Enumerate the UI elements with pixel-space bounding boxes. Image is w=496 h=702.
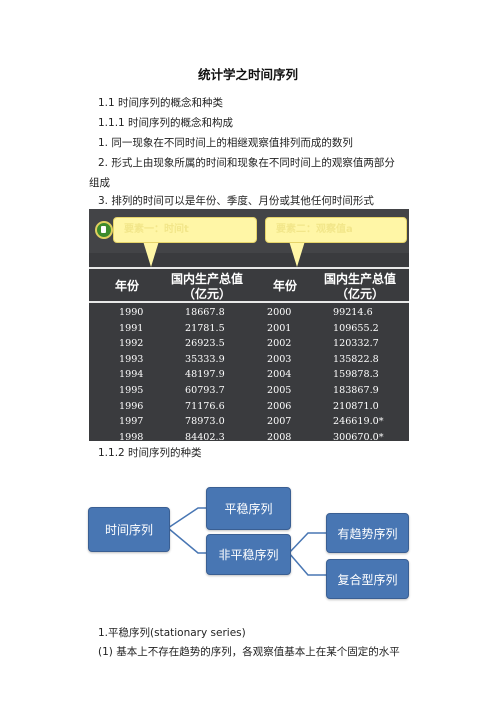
year-cell: 1998 — [119, 431, 144, 441]
year-cell: 1994 — [119, 369, 144, 381]
table-header-rule — [89, 301, 409, 303]
year-cell: 2007 — [267, 416, 292, 428]
gdp-cell: 78973.0 — [185, 416, 225, 428]
diagram-node-composite-series: 复合型序列 — [326, 559, 409, 599]
year-cell: 2006 — [267, 400, 292, 412]
section-heading-1-1-2: 1.1.2 时间序列的种类 — [98, 447, 202, 459]
year-cell: 2001 — [267, 322, 292, 334]
diagram-node-trend-series: 有趋势序列 — [326, 513, 409, 553]
gdp-cell: 35333.9 — [185, 353, 225, 365]
header-gdp-right-line1: 国内生产总值 — [323, 272, 396, 286]
gdp-cell: 135822.8 — [333, 353, 379, 365]
diagram-node-stationary: 平稳序列 — [206, 487, 291, 530]
callout-value: 要素二：观察值a — [265, 217, 407, 243]
header-year-left: 年份 — [114, 279, 139, 293]
gdp-cell: 210871.0 — [333, 400, 379, 412]
year-cell: 2004 — [267, 369, 292, 381]
gdp-table-slide: 要素一：时间t 要素二：观察值a 年份 国内生产总值 （亿元） 年份 国内生产总… — [89, 209, 409, 441]
years-right-column: 2000 2001 2002 2003 2004 2005 2006 2007 … — [267, 305, 291, 441]
year-cell: 1995 — [119, 384, 144, 396]
stationary-series-heading: 1.平稳序列(stationary series) — [98, 627, 246, 639]
connector-root-stationary — [167, 507, 206, 529]
gdp-cell: 48197.9 — [185, 369, 225, 381]
gdp-cell: 120332.7 — [333, 338, 379, 350]
point-2-continued: 组成 — [89, 177, 110, 189]
page-title: 统计学之时间序列 — [197, 67, 298, 82]
year-cell: 1991 — [119, 322, 144, 334]
gdp-cell: 246619.0* — [333, 416, 384, 428]
header-gdp-right-line2: （亿元） — [335, 287, 384, 301]
gdp-left-column: 18667.8 21781.5 26923.5 35333.9 48197.9 … — [185, 305, 225, 441]
point-2: 2. 形式上由现象所属的时间和现象在不同时间上的观察值两部分 — [98, 157, 395, 169]
header-year-right: 年份 — [272, 279, 297, 293]
connector-nonstationary-trend — [288, 532, 326, 554]
year-cell: 2005 — [267, 384, 292, 396]
gdp-cell: 183867.9 — [333, 384, 379, 396]
years-left-column: 1990 1991 1992 1993 1994 1995 1996 1997 … — [119, 305, 143, 441]
gdp-cell: 26923.5 — [185, 338, 225, 350]
gdp-cell: 60793.7 — [185, 384, 225, 396]
gdp-cell: 18667.8 — [185, 307, 225, 318]
diagram-node-nonstationary: 非平稳序列 — [206, 534, 291, 575]
gdp-cell: 21781.5 — [185, 322, 225, 334]
gdp-right-column: 99214.6 109655.2 120332.7 135822.8 15987… — [333, 305, 384, 441]
point-1: 1. 同一现象在不同时间上的相继观察值排列而成的数列 — [98, 137, 353, 149]
year-cell: 2008 — [267, 431, 292, 441]
year-cell: 2003 — [267, 353, 292, 365]
year-cell: 1992 — [119, 338, 144, 350]
stationary-series-definition: (1) 基本上不存在趋势的序列，各观察值基本上在某个固定的水平 — [98, 646, 400, 658]
year-cell: 1996 — [119, 400, 144, 412]
header-gdp-left: 国内生产总值 （亿元） — [159, 272, 255, 302]
year-cell: 2000 — [267, 307, 292, 318]
table-top-rule — [89, 267, 409, 269]
year-cell: 1993 — [119, 353, 144, 365]
gdp-cell: 71176.6 — [185, 400, 225, 412]
gdp-cell: 159878.3 — [333, 369, 379, 381]
diagram-node-time-series: 时间序列 — [88, 507, 170, 552]
connector-nonstationary-composite — [288, 552, 326, 576]
gdp-cell: 84402.3 — [185, 431, 225, 441]
connector-root-nonstationary — [167, 527, 206, 554]
point-3: 3. 排列的时间可以是年份、季度、月份或其他任何时间形式 — [98, 195, 374, 207]
gdp-cell: 109655.2 — [333, 322, 379, 334]
callout-2-pointer — [289, 241, 305, 267]
callout-time: 要素一：时间t — [113, 217, 257, 243]
gdp-cell: 300670.0* — [333, 431, 384, 441]
slide-logo-icon — [95, 221, 113, 239]
header-gdp-left-line1: 国内生产总值 — [170, 272, 243, 286]
gdp-cell: 99214.6 — [333, 307, 373, 318]
year-cell: 2002 — [267, 338, 292, 350]
section-heading-1-1: 1.1 时间序列的概念和种类 — [98, 97, 224, 109]
header-gdp-left-line2: （亿元） — [182, 287, 231, 301]
year-cell: 1990 — [119, 307, 144, 318]
year-cell: 1997 — [119, 416, 144, 428]
callout-1-pointer — [143, 241, 159, 267]
header-gdp-right: 国内生产总值 （亿元） — [311, 272, 409, 302]
section-heading-1-1-1: 1.1.1 时间序列的概念和构成 — [98, 117, 234, 129]
